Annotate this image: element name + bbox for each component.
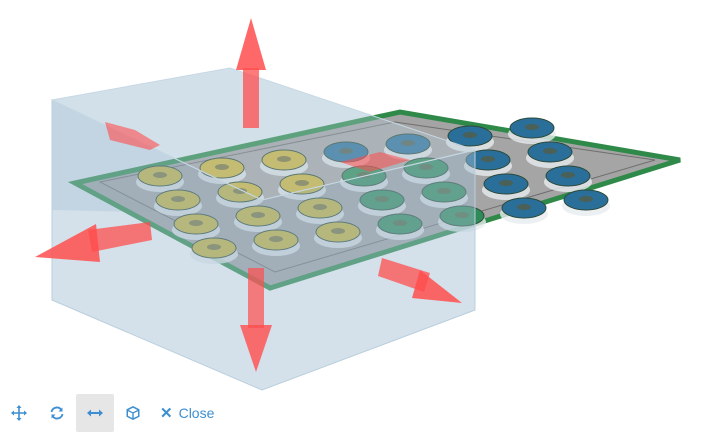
rotate-icon xyxy=(50,406,64,420)
part-hole xyxy=(215,164,229,170)
gizmo-arrow-right[interactable] xyxy=(378,258,462,303)
part-hole xyxy=(437,188,451,194)
gizmo-arrow-back[interactable] xyxy=(105,122,160,150)
part-hole xyxy=(313,204,327,210)
part-hole xyxy=(295,180,309,186)
rotate-tool-button[interactable] xyxy=(38,394,76,432)
3d-viewport[interactable] xyxy=(0,0,703,392)
part-hole xyxy=(455,212,469,218)
part-hole xyxy=(331,228,345,234)
part-hole xyxy=(463,132,477,138)
scene-canvas[interactable] xyxy=(0,0,703,392)
part-hole xyxy=(393,220,407,226)
gizmo-arrow-left[interactable] xyxy=(35,222,152,262)
gizmo-arrow-up[interactable] xyxy=(236,18,266,128)
printed-parts-group xyxy=(136,117,610,264)
part-hole xyxy=(517,204,531,210)
part-hole xyxy=(339,148,353,154)
part-hole xyxy=(153,172,167,178)
part-hole xyxy=(233,188,247,194)
viewport-toolbar: ✕ Close xyxy=(0,392,703,434)
part-hole xyxy=(269,236,283,242)
part-hole xyxy=(579,196,593,202)
part-hole xyxy=(525,124,539,130)
view-cube-button[interactable] xyxy=(114,394,152,432)
part-hole xyxy=(419,164,433,170)
part-hole xyxy=(251,212,265,218)
part-hole xyxy=(189,220,203,226)
part-hole xyxy=(401,140,415,146)
gizmo-arrow-down[interactable] xyxy=(240,268,272,372)
part-hole xyxy=(207,244,221,250)
gizmo-arrow-inner[interactable] xyxy=(340,152,410,172)
close-button[interactable]: ✕ Close xyxy=(160,394,214,432)
part-hole xyxy=(171,196,185,202)
part-hole xyxy=(375,196,389,202)
close-label: Close xyxy=(178,405,215,421)
part-hole xyxy=(499,180,513,186)
cube-icon xyxy=(126,406,140,420)
part-hole xyxy=(561,172,575,178)
move-arrows-icon xyxy=(11,405,27,421)
scale-gizmo[interactable] xyxy=(35,18,462,372)
horizontal-arrows-icon xyxy=(87,409,103,417)
close-icon: ✕ xyxy=(160,405,173,422)
part-hole xyxy=(543,148,557,154)
part-hole xyxy=(277,156,291,162)
scale-tool-button[interactable] xyxy=(76,394,114,432)
move-tool-button[interactable] xyxy=(0,394,38,432)
part-hole xyxy=(481,156,495,162)
